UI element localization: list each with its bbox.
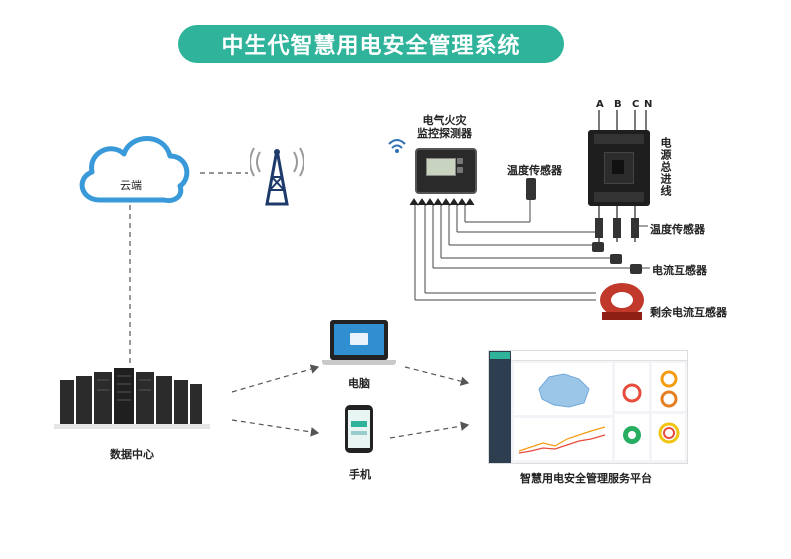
cloud-icon <box>79 136 190 203</box>
laptop-base <box>322 360 396 365</box>
server-rack <box>54 368 210 429</box>
dc-phone-arrow <box>231 419 320 437</box>
detector-label: 电气火灾 监控探测器 <box>417 114 472 140</box>
current-transformer-label: 电流互感器 <box>652 264 707 277</box>
temp-sensors-lines <box>595 206 639 242</box>
phone-platform-arrow <box>389 421 470 439</box>
phase-a: A <box>596 99 604 110</box>
wifi-icon <box>388 139 406 153</box>
detector-wiring <box>409 198 650 301</box>
cloud-label: 云端 <box>120 179 142 192</box>
current-transformer-a <box>592 242 604 252</box>
computer-platform-arrow <box>404 366 470 386</box>
page-title: 中生代智慧用电安全管理系统 <box>178 25 564 63</box>
signal-tower-icon <box>250 147 304 206</box>
temp-sensor-right-label: 温度传感器 <box>650 223 705 236</box>
phone-label: 手机 <box>349 468 371 481</box>
phase-c: C <box>632 99 640 110</box>
smartphone <box>345 405 373 453</box>
data-center-label: 数据中心 <box>110 448 154 461</box>
residual-transformer-label: 剩余电流互感器 <box>650 306 727 319</box>
phase-n: N <box>644 99 653 110</box>
residual-transformer <box>600 283 644 320</box>
temp-sensor-top-label: 温度传感器 <box>507 164 562 177</box>
detector-device <box>415 148 477 194</box>
dashboard <box>488 350 688 464</box>
current-transformer-b <box>610 254 622 264</box>
current-transformer-c <box>630 264 642 274</box>
platform-label: 智慧用电安全管理服务平台 <box>520 472 652 485</box>
power-main-label: 电源总进线 <box>659 137 672 197</box>
phase-b: B <box>614 99 622 110</box>
temp-sensor-top <box>526 178 536 200</box>
circuit-breaker <box>588 130 650 206</box>
dc-computer-arrow <box>231 364 320 393</box>
laptop <box>330 320 388 360</box>
computer-label: 电脑 <box>348 377 370 390</box>
phase-wires <box>598 110 647 130</box>
